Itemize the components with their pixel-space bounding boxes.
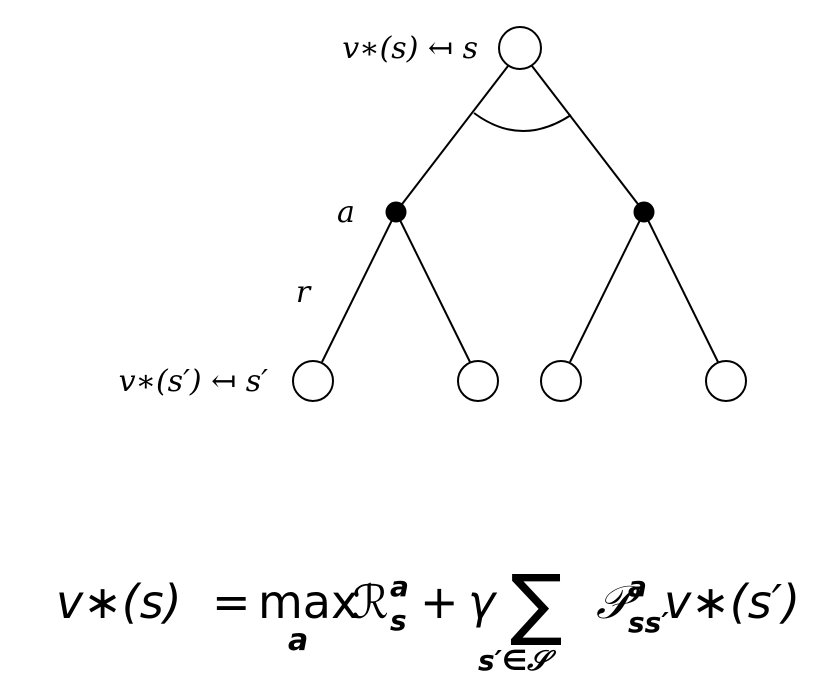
edge-root-to-action-left	[395, 65, 509, 213]
edge-action-right-to-leaf-3	[569, 211, 645, 363]
equation-max-operator: max	[258, 575, 358, 629]
equation-probability-subscript: ss′	[628, 606, 669, 639]
equation-next-state-value: v∗(s′)	[664, 575, 800, 629]
equation-summation-subscript: s′∈𝒮	[478, 644, 557, 677]
equation-summation-sign: ∑	[510, 559, 563, 649]
equation-equals-sign: =	[212, 575, 251, 629]
equation-reward-superscript: a	[390, 570, 409, 603]
leaf-state-label: v∗(s′) ↤ s′	[119, 364, 269, 399]
bellman-optimality-equation: v∗(s) = max a ℛ a s + γ ∑ s′∈𝒮 𝒫 a ss′ v…	[56, 559, 800, 677]
equation-reward-subscript: s	[390, 604, 407, 637]
max-arc	[473, 112, 572, 132]
root-state-label: v∗(s) ↤ s	[342, 31, 478, 66]
leaf-state-node-2	[457, 360, 499, 402]
equation-plus-sign: +	[420, 575, 459, 629]
edge-action-left-to-leaf-2	[395, 211, 471, 363]
equation-probability-superscript: a	[628, 570, 647, 603]
root-state-node	[498, 26, 542, 70]
action-label: a	[337, 195, 355, 230]
edge-action-right-to-leaf-4	[643, 211, 719, 363]
leaf-state-node-3	[540, 360, 582, 402]
equation-lhs: v∗(s)	[56, 575, 182, 629]
edge-action-left-to-leaf-1	[321, 211, 397, 363]
equation-gamma: γ	[468, 575, 498, 629]
leaf-state-node-1	[292, 360, 334, 402]
equation-max-subscript: a	[288, 623, 308, 658]
equation-reward-symbol: ℛ	[352, 575, 389, 629]
leaf-state-node-4	[705, 360, 747, 402]
action-node-left	[385, 201, 407, 223]
reward-label: r	[296, 275, 312, 310]
edge-root-to-action-right	[531, 65, 645, 213]
action-node-right	[633, 201, 655, 223]
